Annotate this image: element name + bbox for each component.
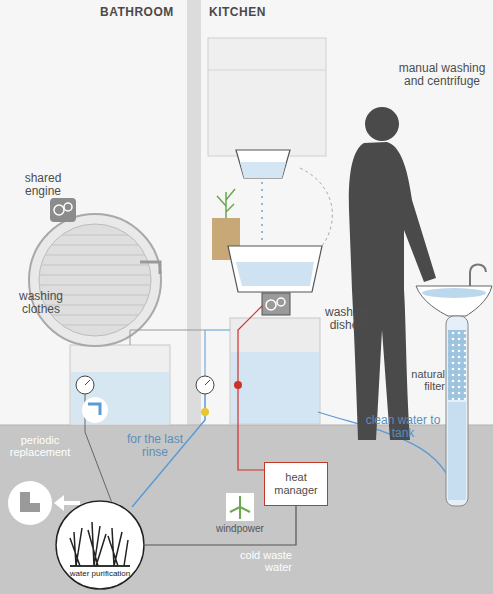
replacement-icon bbox=[8, 481, 52, 525]
wind-turbine bbox=[230, 496, 250, 519]
meter bbox=[76, 376, 94, 394]
purification-fill bbox=[55, 500, 145, 590]
machine-base bbox=[70, 345, 170, 425]
meter bbox=[196, 376, 214, 394]
meter-needle bbox=[205, 380, 210, 385]
text-label: periodic replacement bbox=[2, 434, 78, 458]
upper-bowl bbox=[236, 150, 290, 178]
drum bbox=[29, 214, 161, 346]
hand-sink bbox=[416, 286, 492, 316]
engine-box bbox=[262, 293, 290, 315]
node-text: heat manager bbox=[265, 471, 327, 497]
reed-plants bbox=[70, 522, 128, 566]
filter-water bbox=[448, 402, 466, 500]
gear bbox=[54, 205, 64, 215]
connector-label: cold waste water bbox=[222, 549, 292, 573]
drum-inner bbox=[39, 224, 151, 336]
valve-dot bbox=[201, 408, 209, 416]
valve-dot bbox=[234, 381, 242, 389]
text-label: manual washing and centrifuge bbox=[394, 62, 490, 88]
floor bbox=[0, 425, 493, 594]
filter-tube bbox=[446, 316, 468, 506]
drum-tap bbox=[140, 262, 160, 274]
node-text-group: heat manager bbox=[265, 471, 327, 497]
upper-cabinet bbox=[208, 38, 326, 156]
hot-pipe bbox=[238, 306, 264, 470]
gear bbox=[266, 300, 276, 310]
faucet bbox=[470, 265, 486, 289]
sink-water bbox=[236, 262, 314, 286]
filter-media bbox=[448, 330, 466, 400]
pipe-connector bbox=[145, 506, 296, 545]
replacement-symbol bbox=[20, 492, 40, 512]
gear bbox=[64, 203, 72, 211]
pipe bbox=[130, 330, 205, 345]
sink-water bbox=[422, 288, 486, 298]
text-label: KITCHEN bbox=[209, 6, 289, 19]
engine-icon bbox=[50, 198, 76, 222]
text-label: washing dishes bbox=[318, 306, 376, 332]
gear bbox=[277, 298, 285, 306]
tap-icon bbox=[82, 397, 108, 423]
circle-node: water purification bbox=[55, 500, 145, 590]
person-head bbox=[365, 107, 399, 141]
wind-icon bbox=[226, 493, 254, 521]
tap-symbol bbox=[88, 404, 100, 415]
filter-grains bbox=[448, 330, 466, 400]
text-label: washing clothes bbox=[10, 290, 72, 316]
text-label: BATHROOM bbox=[100, 6, 185, 19]
text-label: windpower bbox=[212, 523, 268, 534]
base-water bbox=[71, 372, 169, 424]
pipe bbox=[205, 330, 230, 376]
replacement-arrow bbox=[62, 501, 80, 505]
text-label: natural filter bbox=[400, 368, 445, 392]
node-text: water purification bbox=[55, 569, 145, 578]
water-drops bbox=[261, 182, 263, 244]
text-label: for the last rinse bbox=[120, 433, 190, 459]
clean-water-pipe bbox=[318, 412, 457, 505]
plant bbox=[217, 189, 235, 218]
meter-needle bbox=[85, 380, 90, 385]
circle-shape bbox=[56, 501, 144, 589]
text-label: shared engine bbox=[14, 172, 72, 198]
lower-cabinet bbox=[230, 318, 320, 424]
dish-sink bbox=[228, 246, 322, 292]
cabinet-shelf bbox=[208, 70, 326, 71]
replacement-arrowhead bbox=[54, 495, 64, 511]
process-box: heat manager bbox=[264, 462, 328, 506]
bowl-water bbox=[240, 162, 286, 178]
text-label: clean water to tank bbox=[364, 414, 442, 440]
tank-water bbox=[231, 352, 319, 423]
node-text-group: water purification bbox=[55, 569, 145, 578]
wall bbox=[187, 0, 201, 425]
flow-line bbox=[300, 168, 332, 250]
person bbox=[349, 107, 436, 440]
